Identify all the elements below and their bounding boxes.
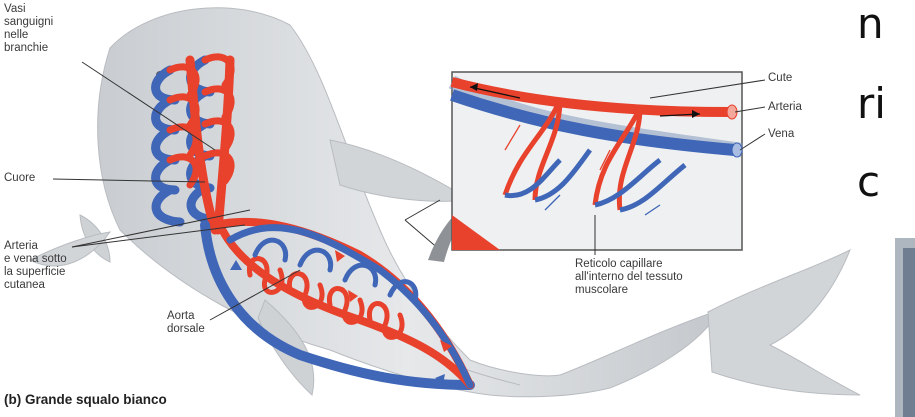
inset-detail [452,72,765,255]
label-capillary-network: Reticolo capillare all'interno del tessu… [575,258,683,297]
label-artery-vein: Arteria e vena sotto la superficie cutan… [4,240,67,292]
label-artery: Arteria [768,101,802,114]
slide-text-line-3: c [857,158,880,206]
cropped-photo-edge-dark [903,248,915,417]
label-vein: Vena [768,128,794,141]
label-dorsal-aorta: Aorta dorsale [167,310,205,336]
label-skin: Cute [768,72,792,85]
figure-caption: (b) Grande squalo bianco [4,392,167,407]
slide-text-line-1: n [857,0,884,48]
label-heart: Cuore [4,172,35,185]
slide-text-line-2: ri [857,80,886,128]
label-gill-vessels: Vasi sanguigni nelle branchie [4,3,53,55]
